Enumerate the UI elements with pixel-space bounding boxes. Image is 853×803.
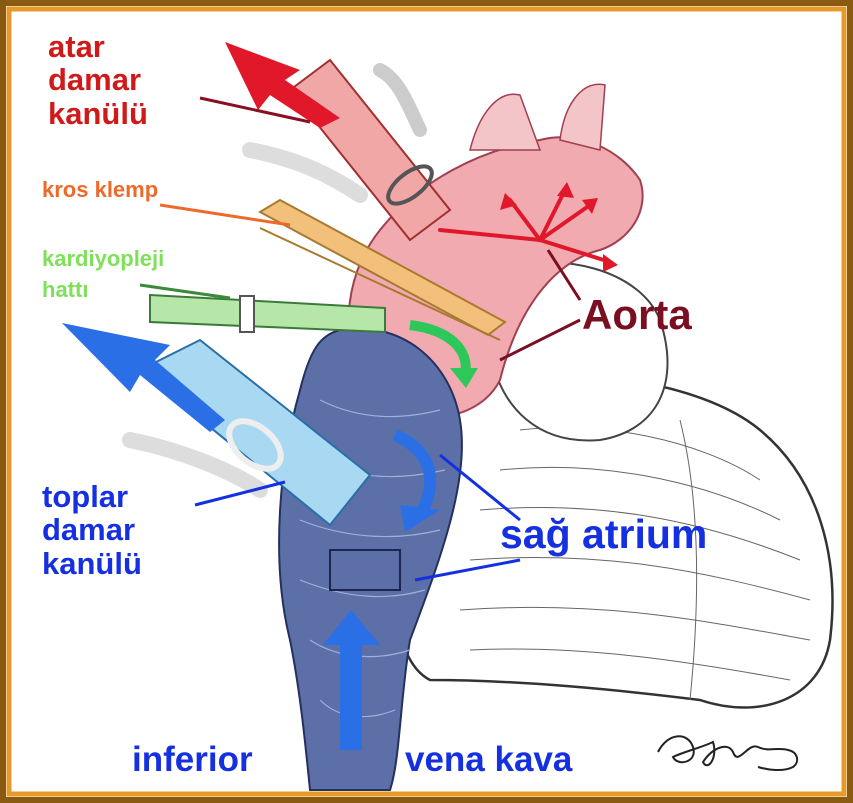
- cardioplegia-clamp: [240, 296, 254, 332]
- ivc-label-right: vena kava: [405, 741, 572, 779]
- venous-label-line-3: kanülü: [42, 547, 142, 580]
- cardioplegia-label-line-2: hattı: [42, 275, 164, 306]
- right-atrium-shape: [279, 328, 462, 790]
- arterial-label-line-3: kanülü: [48, 97, 148, 130]
- ivc-label-left: inferior: [132, 741, 253, 779]
- arterial-cannula: [290, 60, 450, 240]
- right-atrium-label: sağ atrium: [500, 512, 707, 556]
- venous-label-line-1: toplar: [42, 480, 142, 513]
- venous-cannula-label: toplar damar kanülü: [42, 480, 142, 580]
- cardioplegia-label: kardiyopleji hattı: [42, 244, 164, 306]
- cross-clamp-label: kros klemp: [42, 178, 158, 202]
- arterial-label-line-1: atar: [48, 30, 148, 63]
- signature-mark: [648, 712, 808, 782]
- venous-label-line-2: damar: [42, 513, 142, 546]
- arterial-cannula-label: atar damar kanülü: [48, 30, 148, 130]
- aorta-label: Aorta: [582, 292, 692, 337]
- arterial-tape: [380, 70, 420, 130]
- arterial-label-line-2: damar: [48, 63, 148, 96]
- cardioplegia-label-line-1: kardiyopleji: [42, 244, 164, 275]
